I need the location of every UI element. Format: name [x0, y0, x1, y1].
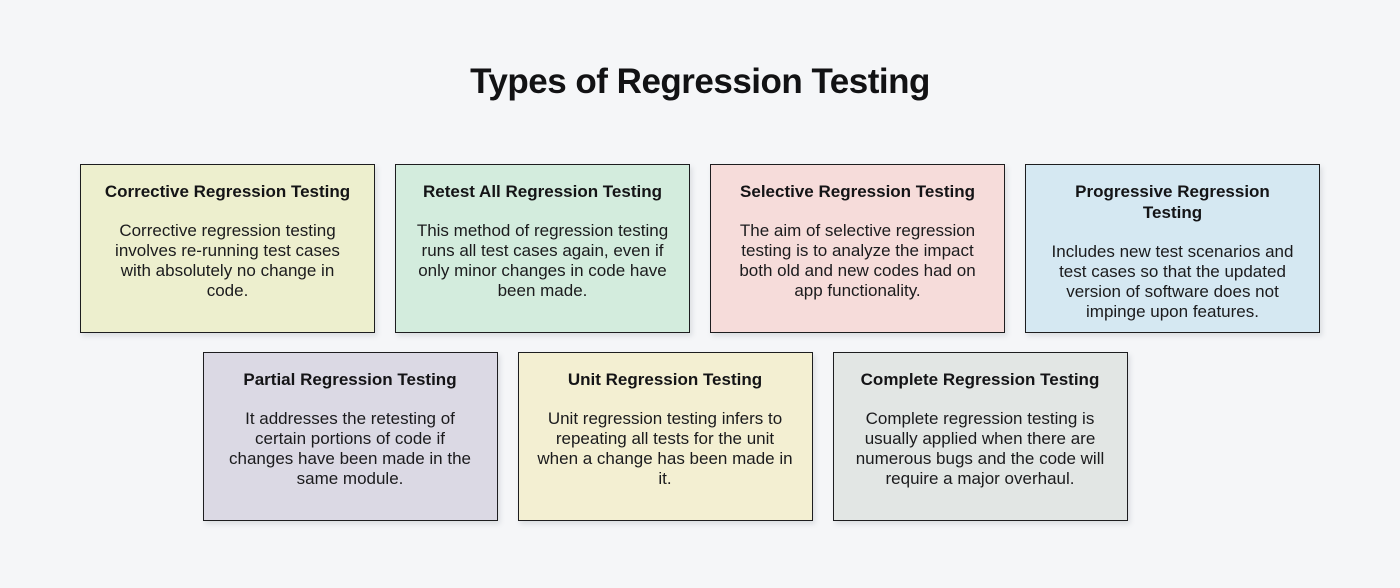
card-description: Corrective regression testing involves r…	[115, 221, 340, 300]
card-description: Includes new test scenarios and test cas…	[1051, 242, 1294, 321]
card-description: Complete regression testing is usually a…	[855, 409, 1105, 488]
card-title: Retest All Regression Testing	[423, 182, 662, 201]
card-description: Unit regression testing infers to repeat…	[537, 409, 793, 488]
page-title: Types of Regression Testing	[470, 62, 930, 101]
card-title: Selective Regression Testing	[740, 182, 975, 201]
card-retest-all-regression-testing: Retest All Regression Testing This metho…	[395, 164, 690, 333]
card-title: Progressive Regression Testing	[1075, 182, 1270, 222]
card-title: Partial Regression Testing	[243, 370, 457, 389]
card-title: Unit Regression Testing	[567, 370, 763, 389]
card-selective-regression-testing: Selective Regression Testing The aim of …	[710, 164, 1005, 333]
card-description: The aim of selective regression testing …	[739, 221, 976, 300]
card-description: This method of regression testing runs a…	[416, 221, 669, 300]
card-partial-regression-testing: Partial Regression Testing It addresses …	[202, 352, 498, 521]
card-title: Complete Regression Testing	[860, 370, 1100, 389]
card-description: It addresses the retesting of certain po…	[229, 409, 471, 488]
card-title: Corrective Regression Testing	[104, 182, 351, 201]
card-row-top: Corrective Regression Testing Corrective…	[0, 164, 1400, 333]
card-unit-regression-testing: Unit Regression Testing Unit regression …	[517, 352, 813, 521]
card-corrective-regression-testing: Corrective Regression Testing Corrective…	[80, 164, 375, 333]
card-progressive-regression-testing: Progressive Regression Testing Includes …	[1025, 164, 1320, 333]
card-complete-regression-testing: Complete Regression Testing Complete reg…	[832, 352, 1128, 521]
card-row-bottom: Partial Regression Testing It addresses …	[0, 352, 1365, 521]
